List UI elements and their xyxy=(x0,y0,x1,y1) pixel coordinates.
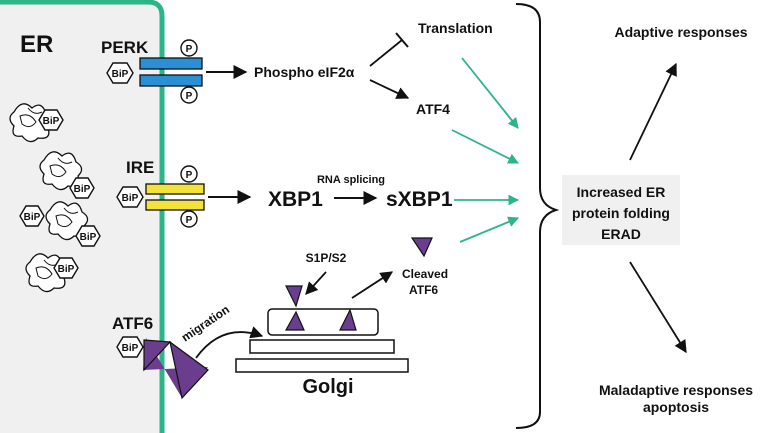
cleaved-atf6-triangle xyxy=(410,237,433,258)
perk-receptor-top xyxy=(139,57,203,70)
bip-hexagon-4: BiP xyxy=(75,225,101,247)
ire-phospho-top: P xyxy=(180,165,198,183)
atf6-cleaved-fragment-3 xyxy=(339,308,357,331)
rna-splicing-label: RNA splicing xyxy=(317,174,385,186)
bip-hexagon-5: BiP xyxy=(53,257,79,279)
perk-label: PERK xyxy=(101,38,149,57)
phospho-label: P xyxy=(186,91,193,102)
golgi-cisterna-top xyxy=(267,308,379,336)
ire-phospho-bottom: P xyxy=(180,210,198,228)
outcome-box xyxy=(562,175,680,245)
maladaptive-responses-label: Maladaptive responses xyxy=(599,382,753,398)
teal-arrow-cleaved-atf6 xyxy=(459,216,519,243)
misfolded-protein-cluster-1 xyxy=(9,103,53,143)
atf4-label: ATF4 xyxy=(416,101,450,117)
cleaved-atf6-label: ATF6 xyxy=(409,283,438,297)
migration-label: migration xyxy=(179,302,232,344)
er-membrane-line xyxy=(0,0,165,433)
arrow-golgi-to-cleaved-atf6 xyxy=(351,271,394,299)
golgi-cisterna-middle xyxy=(249,339,395,354)
bip-hexagon-1: BiP xyxy=(38,109,64,131)
cleaved-label: Cleaved xyxy=(402,267,448,281)
arrow-proteases-to-golgi xyxy=(305,271,327,295)
arrow-migration xyxy=(195,326,264,359)
apoptosis-label: apoptosis xyxy=(643,399,709,415)
atf6-cleaved-fragment-2 xyxy=(284,310,305,331)
bip-label: BiP xyxy=(112,69,129,80)
sxbp1-label: sXBP1 xyxy=(386,188,453,211)
er-label: ER xyxy=(20,31,53,58)
ire-receptor-top xyxy=(145,183,205,195)
translation-label: Translation xyxy=(418,20,493,36)
bip-label: BiP xyxy=(122,343,139,354)
arrow-to-maladaptive xyxy=(629,261,687,354)
bip-label: BiP xyxy=(74,184,91,195)
perk-phospho-bottom: P xyxy=(180,86,198,104)
inhibition-line-translation xyxy=(369,39,403,67)
convergence-bracket xyxy=(515,3,560,429)
ire-bip: BiP xyxy=(116,186,144,208)
atf6-triangle-left xyxy=(143,339,172,372)
bip-label: BiP xyxy=(80,232,97,243)
phospho-label: P xyxy=(186,170,193,181)
adaptive-responses-label: Adaptive responses xyxy=(614,24,747,40)
golgi-cisterna-bottom xyxy=(235,358,409,373)
phospho-label: P xyxy=(186,44,193,55)
teal-arrow-translation xyxy=(461,57,519,129)
arrow-eif2a-to-atf4 xyxy=(369,79,410,99)
perk-receptor-bottom xyxy=(139,74,203,87)
misfolded-protein-cluster-2 xyxy=(39,151,83,191)
bip-hexagon-2: BiP xyxy=(69,177,95,199)
inhibition-bar xyxy=(395,32,409,48)
atf6-triangle-right xyxy=(169,340,209,400)
teal-arrow-atf4 xyxy=(451,129,519,164)
outcome-line-1: Increased ER xyxy=(577,184,666,200)
outcome-line-3: ERAD xyxy=(601,226,641,242)
outcome-line-2: protein folding xyxy=(572,205,670,221)
ire-receptor-bottom xyxy=(145,199,205,211)
xbp1-label: XBP1 xyxy=(268,188,323,211)
perk-bip: BiP xyxy=(106,62,134,84)
bip-hexagon-3: BiP xyxy=(19,205,45,227)
perk-phospho-top: P xyxy=(180,39,198,57)
bip-label: BiP xyxy=(24,212,41,223)
s1p-s2-label: S1P/S2 xyxy=(306,251,347,265)
ire-label: IRE xyxy=(126,158,154,177)
arrow-to-adaptive xyxy=(629,62,677,161)
bip-label: BiP xyxy=(122,193,139,204)
bip-label: BiP xyxy=(58,264,75,275)
phospho-label: P xyxy=(186,215,193,226)
atf6-bip: BiP xyxy=(116,336,144,358)
phospho-eif2a-label: Phospho eIF2α xyxy=(254,64,355,80)
atf6-label: ATF6 xyxy=(112,314,153,333)
bip-label: BiP xyxy=(43,116,60,127)
atf6-cleaved-fragment-1 xyxy=(285,285,303,308)
golgi-label: Golgi xyxy=(302,376,353,398)
